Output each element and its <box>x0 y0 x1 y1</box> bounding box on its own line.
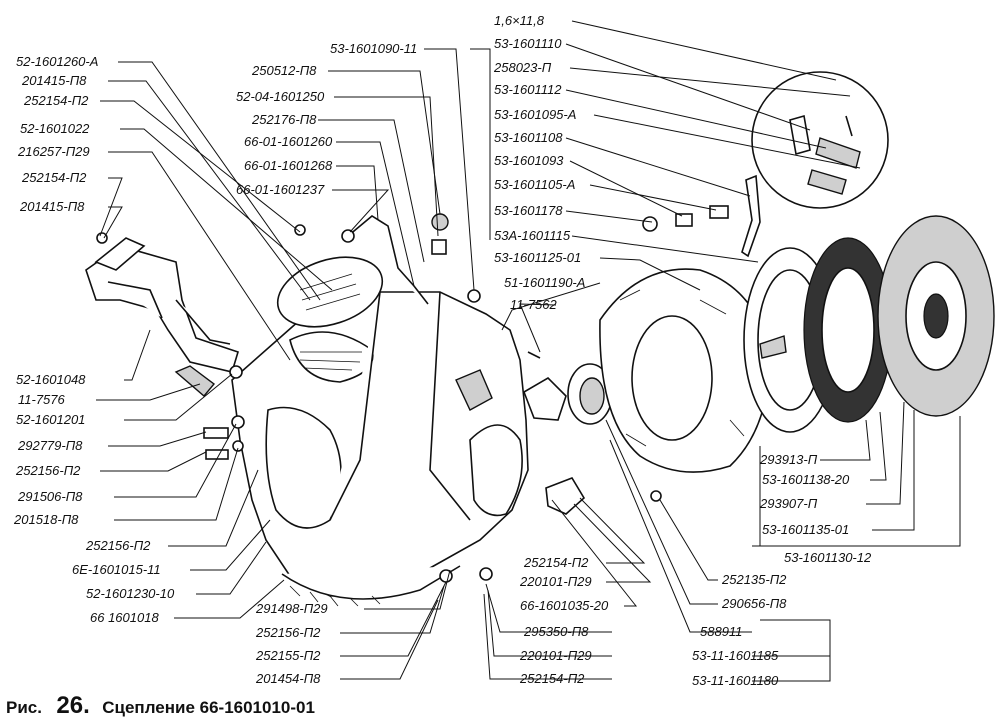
oil-line-part <box>341 213 481 305</box>
label-rt-6: 53-1601108 <box>494 130 563 145</box>
labels-right-top: 1,6×11,8 53-1601110 258023-П 53-1601112 … <box>493 13 585 312</box>
label-top-5: 66-01-1601268 <box>244 158 333 173</box>
label-bottom-9: 220101-П29 <box>519 648 592 663</box>
label-left-1: 52-1601260-А <box>16 54 98 69</box>
labels-left: 52-1601260-А 201415-П8 252154-П2 52-1601… <box>13 54 175 625</box>
label-bottom-6: 220101-П29 <box>519 574 592 589</box>
label-rt-7: 53-1601093 <box>494 153 564 168</box>
label-bottom-7: 66-1601035-20 <box>520 598 609 613</box>
label-rt-5: 53-1601095-А <box>494 107 576 122</box>
labels-right-bottom: 293913-П 53-1601138-20 293907-П 53-16011… <box>759 452 872 565</box>
label-bottom-12: 290656-П8 <box>721 596 787 611</box>
labels-top: 250512-П8 52-04-1601250 252176-П8 66-01-… <box>236 41 417 197</box>
label-left-12: 252156-П2 <box>15 463 81 478</box>
label-left-3: 252154-П2 <box>23 93 89 108</box>
pressure-plate-cover-part <box>599 268 771 473</box>
label-left-4: 52-1601022 <box>20 121 90 136</box>
label-left-15: 252156-П2 <box>85 538 151 553</box>
label-left-2: 201415-П8 <box>21 73 87 88</box>
label-bottom-2: 252156-П2 <box>255 625 321 640</box>
label-bottom-11: 252135-П2 <box>721 572 787 587</box>
label-rb-4: 53-1601135-01 <box>762 522 849 537</box>
label-bottom-13: 588911 <box>700 624 742 639</box>
label-left-13: 291506-П8 <box>17 489 83 504</box>
label-rb-3: 293907-П <box>759 496 818 511</box>
label-rt-1: 1,6×11,8 <box>494 13 545 28</box>
label-left-17: 52-1601230-10 <box>86 586 175 601</box>
label-rt-12: 51-1601190-А <box>504 275 585 290</box>
figure-caption: Рис. 26. Сцепление 66-1601010-01 <box>6 692 315 722</box>
label-bottom-5: 252154-П2 <box>523 555 589 570</box>
label-bottom-4: 201454-П8 <box>255 671 321 686</box>
label-top-7: 53-1601090-11 <box>330 41 417 56</box>
label-left-6: 252154-П2 <box>21 170 87 185</box>
adjusting-lever-part <box>642 174 761 258</box>
leader-lines <box>96 20 961 682</box>
label-rt-8: 53-1601105-А <box>494 177 575 192</box>
label-left-9: 11-7576 <box>18 392 66 407</box>
label-top-4: 66-01-1601260 <box>244 134 333 149</box>
label-left-5: 216257-П29 <box>17 144 90 159</box>
release-fork-part <box>85 237 239 397</box>
label-bottom-14: 53-11-1601185 <box>692 648 779 663</box>
label-left-14: 201518-П8 <box>13 512 79 527</box>
figure-number: 26. <box>56 692 90 719</box>
label-bottom-3: 252155-П2 <box>255 648 321 663</box>
labels-bottom: 291498-П29 252156-П2 252155-П2 201454-П8… <box>255 555 787 688</box>
label-rt-13: 11-7562 <box>510 297 558 312</box>
label-rt-3: 258023-П <box>493 60 552 75</box>
clutch-housing-part <box>231 291 529 607</box>
pin-detail-inset <box>751 71 889 209</box>
label-rb-5: 53-1601130-12 <box>784 550 872 565</box>
label-left-16: 6Е-1601015-11 <box>72 562 161 577</box>
label-left-11: 292779-П8 <box>17 438 83 453</box>
figure-prefix: Рис. <box>6 698 42 717</box>
label-rb-1: 293913-П <box>759 452 818 467</box>
label-rt-4: 53-1601112 <box>494 82 562 97</box>
label-left-7: 201415-П8 <box>19 199 85 214</box>
label-top-3: 252176-П8 <box>251 112 317 127</box>
label-rb-2: 53-1601138-20 <box>762 472 850 487</box>
label-left-18: 66 1601018 <box>90 610 159 625</box>
label-rt-10: 53А-1601115 <box>494 228 571 243</box>
label-left-8: 52-1601048 <box>16 372 86 387</box>
label-top-6: 66-01-1601237 <box>236 182 325 197</box>
release-bearing-part <box>523 351 613 425</box>
cover-plate-part <box>276 256 384 328</box>
label-left-10: 52-1601201 <box>16 412 85 427</box>
label-bottom-1: 291498-П29 <box>255 601 328 616</box>
label-bottom-8: 295350-П8 <box>523 624 589 639</box>
label-top-1: 250512-П8 <box>251 63 317 78</box>
label-rt-9: 53-1601178 <box>494 203 563 218</box>
label-rt-11: 53-1601125-01 <box>494 250 581 265</box>
label-bottom-10: 252154-П2 <box>519 671 585 686</box>
label-bottom-15: 53-11-1601180 <box>692 673 779 688</box>
figure-title: Сцепление 66-1601010-01 <box>102 698 315 717</box>
label-top-2: 52-04-1601250 <box>236 89 325 104</box>
label-rt-2: 53-1601110 <box>494 36 562 51</box>
clutch-disc-part <box>877 215 995 417</box>
